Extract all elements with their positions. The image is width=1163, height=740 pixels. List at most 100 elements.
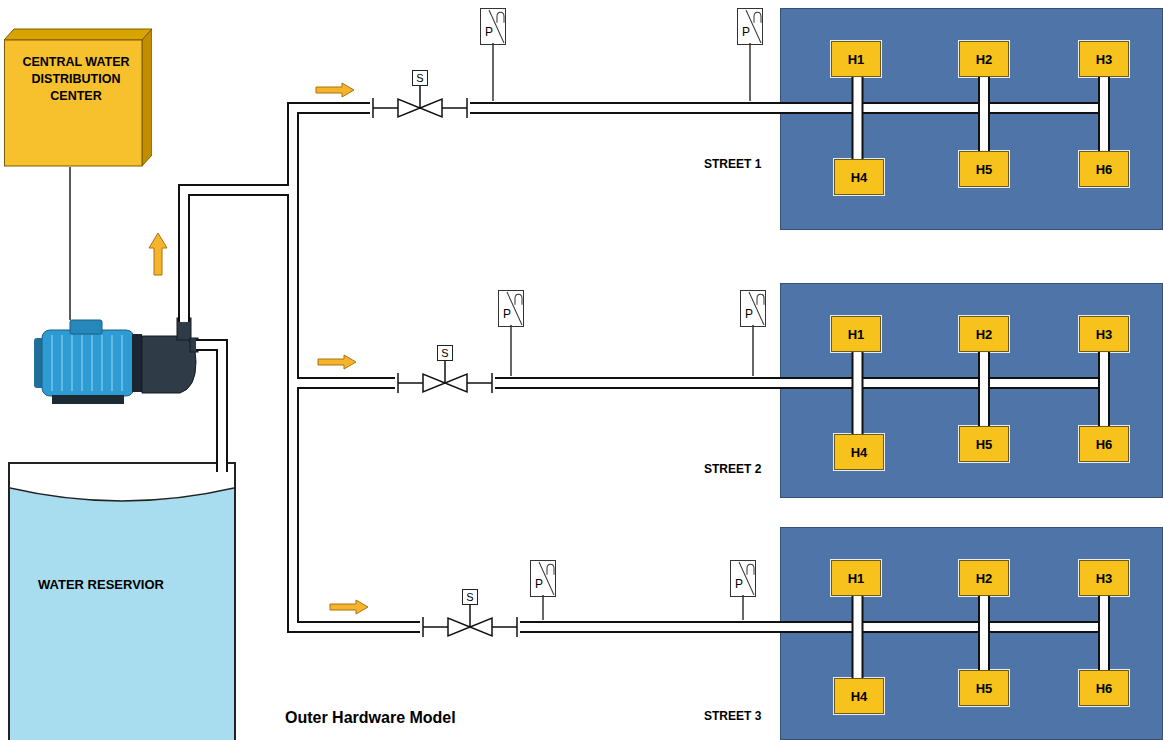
pipe-outline [852, 352, 864, 434]
pipe-bore [1100, 77, 1108, 151]
sensor-stem [493, 43, 753, 620]
reservoir-label: WATER RESERVIOR [18, 577, 184, 593]
pressure-sensor: P [480, 8, 506, 45]
house-box: H5 [959, 426, 1009, 462]
pipe-bore [1100, 596, 1108, 670]
sensor-letter: P [503, 307, 523, 321]
house-pipe [1104, 352, 1105, 426]
solenoid-valve [423, 605, 517, 637]
house-box: H2 [959, 41, 1009, 77]
pipe-bore [854, 77, 862, 159]
street-label: STREET 3 [704, 709, 761, 723]
pipe-outline [978, 77, 990, 151]
house-box: H6 [1079, 670, 1129, 706]
solenoid-box: S [462, 589, 478, 605]
pipe-outline [978, 352, 990, 426]
valve-letter: S [416, 72, 423, 84]
house-pipe [984, 596, 985, 670]
house-label: H4 [851, 170, 868, 185]
house-box: H1 [831, 41, 881, 77]
house-box: H3 [1079, 41, 1129, 77]
house-label: H2 [976, 571, 993, 586]
sensor-letter: P [742, 25, 762, 39]
pipe-bore [1100, 352, 1108, 426]
house-box: H3 [1079, 316, 1129, 352]
house-pipe [984, 77, 985, 151]
diagram-caption: Outer Hardware Model [285, 708, 456, 727]
solenoid-box: S [437, 345, 453, 361]
sensor-letter: P [745, 307, 765, 321]
pipe-outline [1098, 596, 1110, 670]
house-label: H5 [976, 437, 993, 452]
water-pipe [184, 108, 1103, 627]
house-box: H1 [831, 560, 881, 596]
solenoid-box: S [412, 70, 428, 86]
house-label: H1 [848, 327, 865, 342]
pipe-outline [852, 77, 864, 159]
house-box: H4 [834, 434, 884, 470]
pressure-sensor: P [730, 560, 756, 597]
house-pipe [857, 596, 858, 678]
valve-letter: S [466, 591, 473, 603]
pipe-bore [980, 77, 988, 151]
house-label: H5 [976, 162, 993, 177]
pipe-bore [980, 352, 988, 426]
house-label: H2 [976, 52, 993, 67]
house-box: H6 [1079, 426, 1129, 462]
pump-motor [34, 320, 134, 404]
house-box: H4 [834, 678, 884, 714]
house-label: H5 [976, 681, 993, 696]
house-label: H3 [1096, 52, 1113, 67]
caption-holder: Outer Hardware Model [285, 708, 456, 727]
house-box: H1 [831, 316, 881, 352]
house-label: H6 [1096, 681, 1113, 696]
house-box: H3 [1079, 560, 1129, 596]
pipe-bore [980, 596, 988, 670]
house-box: H2 [959, 316, 1009, 352]
pipe-bore [854, 596, 862, 678]
sensor-letter: P [535, 577, 555, 591]
house-label: H1 [848, 571, 865, 586]
house-box: H6 [1079, 151, 1129, 187]
house-box: H5 [959, 151, 1009, 187]
house-box: H5 [959, 670, 1009, 706]
center-title: CENTRAL WATER DISTRIBUTION CENTER [14, 54, 138, 105]
street-block: STREET 2H1H2H3H4H5H6 [780, 283, 1163, 498]
house-label: H2 [976, 327, 993, 342]
pressure-sensor: P [740, 290, 766, 327]
solenoid-valve [373, 86, 467, 118]
pipe-outline [852, 596, 864, 678]
sensor-letter: P [485, 25, 505, 39]
house-label: H3 [1096, 571, 1113, 586]
house-label: H4 [851, 689, 868, 704]
valve-letter: S [441, 347, 448, 359]
control-center-box: CENTRAL WATER DISTRIBUTION CENTER [4, 28, 152, 167]
house-label: H3 [1096, 327, 1113, 342]
house-box: H4 [834, 159, 884, 195]
solenoid-valve [398, 361, 492, 393]
house-label: H6 [1096, 437, 1113, 452]
pressure-sensor: P [737, 8, 763, 45]
pressure-sensor: P [498, 290, 524, 327]
pressure-sensor: P [530, 560, 556, 597]
house-box: H2 [959, 560, 1009, 596]
street-block: STREET 3H1H2H3H4H5H6 [780, 527, 1163, 740]
house-pipe [1104, 77, 1105, 151]
house-pipe [857, 77, 858, 159]
street-label: STREET 1 [704, 157, 761, 171]
pipe-outline [978, 596, 990, 670]
water-surface [10, 464, 234, 740]
house-pipe [1104, 596, 1105, 670]
house-pipe [984, 352, 985, 426]
house-label: H4 [851, 445, 868, 460]
sensor-letter: P [735, 577, 755, 591]
street-label: STREET 2 [704, 462, 761, 476]
pipe-bore [854, 352, 862, 434]
flow-arrow [149, 83, 368, 614]
house-label: H1 [848, 52, 865, 67]
pipe-outline [1098, 352, 1110, 426]
house-label: H6 [1096, 162, 1113, 177]
